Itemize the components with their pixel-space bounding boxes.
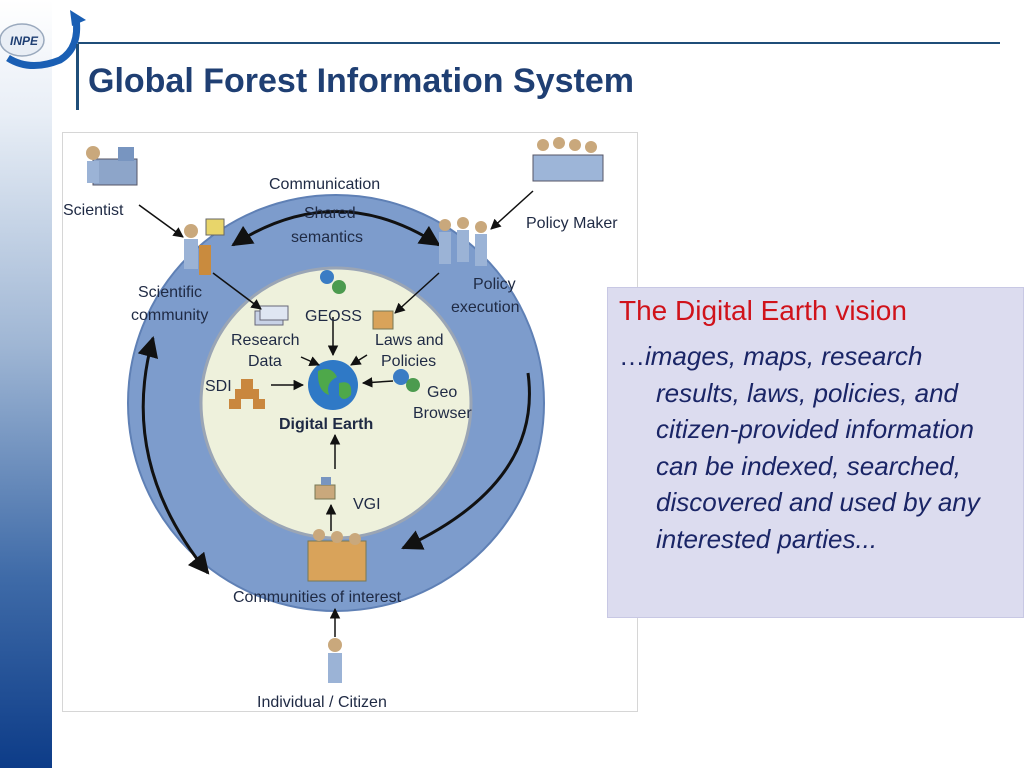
slide-title: Global Forest Information System: [88, 62, 634, 100]
digital-earth-globe: [308, 360, 358, 410]
label-semantics: semantics: [291, 229, 363, 246]
title-accent-bar: [76, 44, 79, 110]
digital-earth-diagram: Communication Shared semantics Scientist…: [62, 132, 638, 712]
header-rule: [78, 42, 1000, 44]
label-scientist: Scientist: [63, 202, 124, 219]
community-to-research-arrow: [212, 272, 262, 310]
left-gradient-strip: [0, 0, 52, 768]
label-policy: Policy: [473, 276, 516, 293]
geobrowser-to-earth-arrow: [361, 377, 394, 388]
label-policy-maker: Policy Maker: [526, 215, 618, 232]
callout-lead-ellipsis: …: [619, 341, 645, 371]
logo-text: INPE: [10, 34, 39, 48]
scientist-figure: [86, 146, 138, 186]
label-shared: Shared: [304, 205, 356, 222]
geo-browser-icon: [393, 369, 420, 392]
policy-maker-arrow: [490, 190, 534, 230]
label-browser: Browser: [413, 405, 472, 422]
scientist-arrow: [138, 204, 184, 238]
callout-body: …images, maps, research results, laws, p…: [619, 338, 1013, 557]
geoss-icon: [320, 270, 346, 294]
laws-to-earth-arrow: [350, 354, 368, 366]
research-data-icon: [254, 305, 289, 326]
inpe-logo: INPE: [0, 10, 86, 69]
label-laws-and: Laws and: [375, 332, 444, 349]
ring-arrow-top: [231, 210, 441, 247]
label-digital-earth: Digital Earth: [279, 416, 373, 433]
label-vgi: VGI: [353, 496, 381, 513]
label-data: Data: [248, 353, 282, 370]
policy-maker-figure: [532, 137, 604, 182]
label-community: community: [131, 307, 208, 324]
label-execution: execution: [451, 299, 520, 316]
label-policies: Policies: [381, 353, 436, 370]
digital-earth-vision-callout: The Digital Earth vision …images, maps, …: [607, 287, 1024, 618]
citizen-figure: [328, 638, 342, 683]
research-to-earth-arrow: [300, 356, 320, 366]
policy-execution-figures: [439, 217, 487, 266]
ring-arrow-left: [137, 335, 210, 575]
label-geo: Geo: [427, 384, 457, 401]
label-research: Research: [231, 332, 299, 349]
label-sdi: SDI: [205, 378, 232, 395]
label-communities-of-interest: Communities of interest: [233, 589, 402, 606]
label-geoss: GEOSS: [305, 308, 362, 325]
label-individual-citizen: Individual / Citizen: [257, 694, 387, 711]
vgi-icon: [314, 477, 336, 500]
label-communication: Communication: [269, 176, 380, 193]
communities-figures: [307, 529, 367, 582]
label-scientific: Scientific: [138, 284, 202, 301]
callout-body-text: images, maps, research results, laws, po…: [645, 341, 980, 554]
laws-policies-icon: [372, 310, 394, 330]
scientific-community-figure: [184, 218, 225, 275]
sdi-icon: [229, 379, 265, 409]
ring-arrow-right: [401, 372, 531, 550]
policy-to-laws-arrow: [394, 272, 440, 314]
callout-heading: The Digital Earth vision: [619, 295, 907, 326]
